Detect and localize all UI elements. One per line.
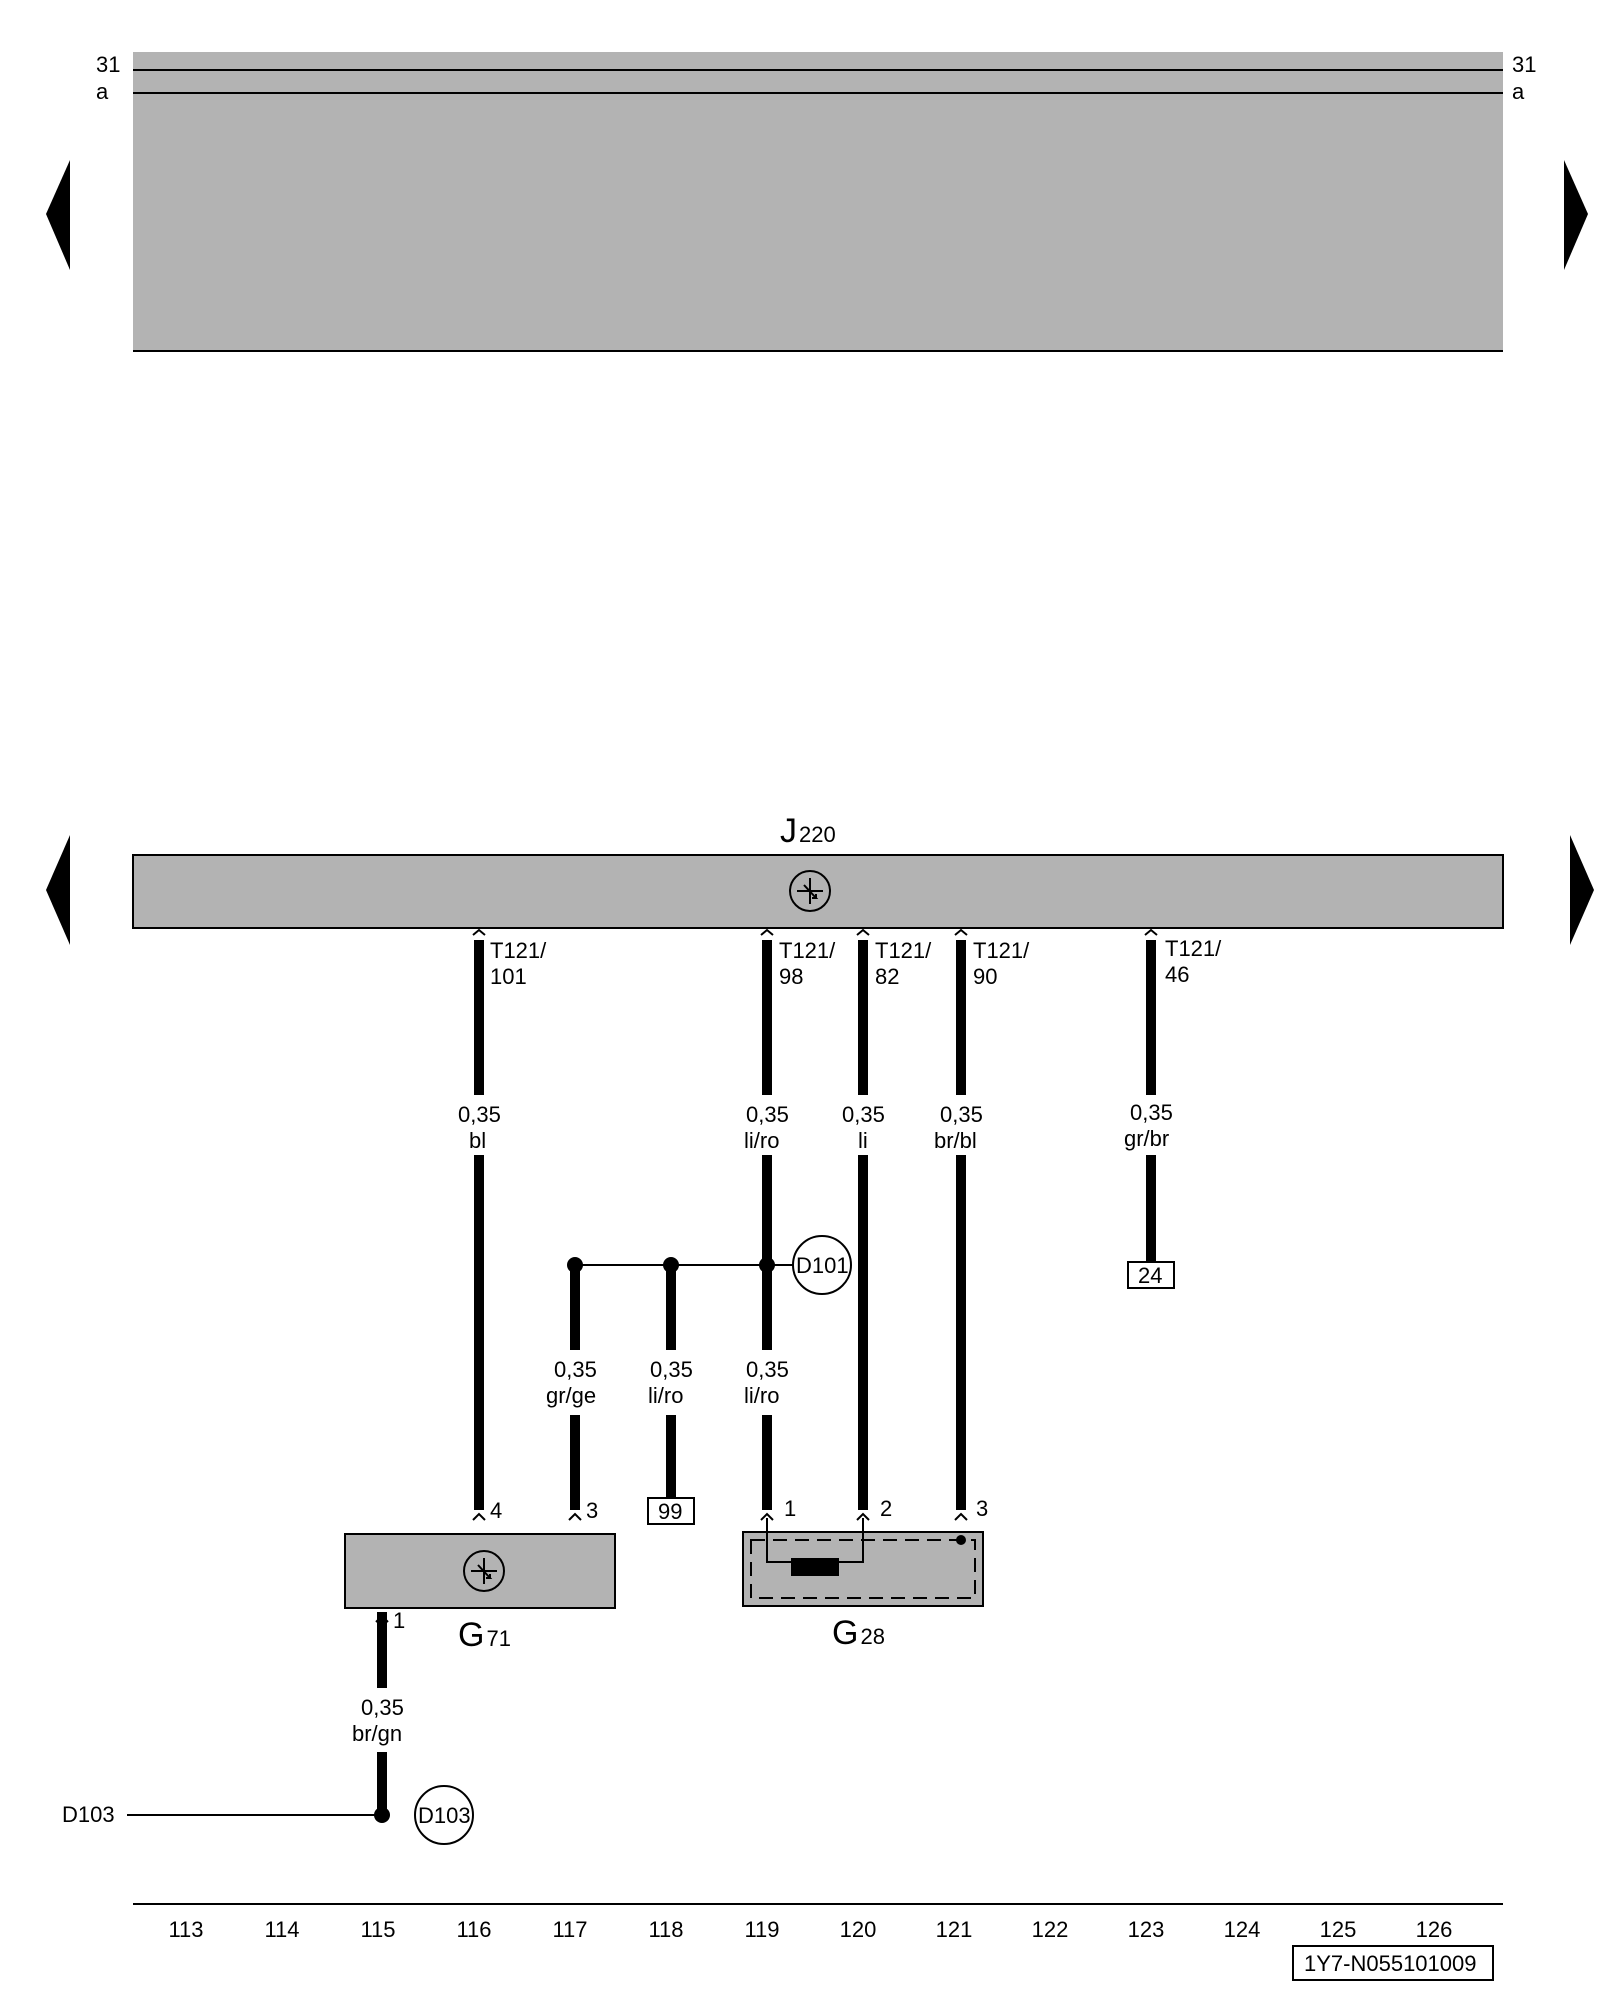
pin-t121-46-conn: T121/: [1165, 936, 1222, 961]
g71-electronic-symbol-icon: [463, 1550, 505, 1592]
junction-dots: [374, 1257, 775, 1823]
component-g28: G28 1 2 3: [742, 1496, 988, 1652]
bus-label-31-left: 31: [96, 52, 120, 77]
ruler-column-121: 121: [936, 1917, 973, 1942]
ruler-column-114: 114: [264, 1917, 299, 1942]
wire-liro-color: li/ro: [744, 1128, 779, 1153]
wire-labels: 0,35 bl 0,35 li/ro 0,35 li 0,35 br/bl 0,…: [352, 1100, 1173, 1746]
g71-label: G71: [458, 1616, 511, 1654]
wire-li-size: 0,35: [842, 1102, 885, 1127]
pin-t121-98-num: 98: [779, 964, 803, 989]
bus-label-31-right: 31: [1512, 52, 1536, 77]
pin-t121-101-num: 101: [490, 964, 527, 989]
page-prev-arrow-icon[interactable]: [46, 160, 70, 270]
ref-box-99[interactable]: [647, 1497, 695, 1525]
wire-brgn-color: br/gn: [352, 1721, 402, 1746]
document-code: 1Y7-N055101009: [1292, 1945, 1494, 1981]
bus-label-a-right: a: [1512, 79, 1525, 104]
ruler-column-119: 119: [744, 1917, 779, 1942]
ruler-column-125: 125: [1320, 1917, 1357, 1942]
ruler-column-118: 118: [648, 1917, 683, 1942]
ruler-column-113: 113: [168, 1917, 203, 1942]
wire-li-color: li: [858, 1128, 868, 1153]
section-next-arrow-icon[interactable]: [1570, 835, 1594, 945]
component-g71: G71 4 3 1: [344, 1498, 616, 1654]
wire-bl-color: bl: [469, 1128, 486, 1153]
d103-label: D103: [418, 1803, 471, 1828]
ruler-labels: 113 114 115 116 117 118 119 120 121 122 123 124 125 1…: [168, 1917, 1452, 1942]
pin-t121-90-conn: T121/: [973, 938, 1030, 963]
pin-t121-90-num: 90: [973, 964, 997, 989]
wire-liro-3-size: 0,35: [746, 1357, 789, 1382]
ref-box-24[interactable]: [1127, 1261, 1175, 1289]
top-bus-panel: 31 a 31 a: [96, 52, 1536, 352]
j220-pin-labels: T121/ 101 T121/ 98 T121/ 82 T121/ 90 T12…: [490, 936, 1222, 989]
g71-transistor-icon: [471, 1558, 497, 1584]
d103-left-label: D103: [62, 1802, 115, 1827]
bus-label-a-left: a: [96, 79, 109, 104]
transistor-symbol-icon: [797, 878, 823, 904]
g28-sensor-element: [791, 1558, 839, 1576]
reference-boxes: 24 99: [647, 1261, 1175, 1525]
page-next-arrow-icon[interactable]: [1564, 160, 1588, 270]
electronic-symbol-icon: [789, 870, 831, 912]
wire-brgn-size: 0,35: [361, 1695, 404, 1720]
ruler-column-126: 126: [1416, 1917, 1453, 1942]
ref-24-label: 24: [1138, 1263, 1162, 1288]
connector-d103: D103: [414, 1785, 474, 1845]
wires: [377, 940, 1156, 1815]
ref-99-label: 99: [658, 1499, 682, 1524]
section-prev-arrow-icon[interactable]: [46, 835, 70, 945]
g71-pin-1: 1: [393, 1608, 405, 1633]
wire-liro-2-color: li/ro: [648, 1383, 683, 1408]
ruler-column-116: 116: [456, 1917, 491, 1942]
g28-label: G28: [832, 1614, 885, 1652]
d101-label: D101: [796, 1253, 849, 1278]
splice-lines: [127, 1264, 795, 1816]
g71-pin-3: 3: [586, 1498, 598, 1523]
wire-grbr-size: 0,35: [1130, 1100, 1173, 1125]
g28-pin-1: 1: [784, 1496, 796, 1521]
pin-t121-101-conn: T121/: [490, 938, 547, 963]
ruler-column-115: 115: [360, 1917, 395, 1942]
wire-grge-size: 0,35: [554, 1357, 597, 1382]
ruler-column-124: 124: [1224, 1917, 1261, 1942]
g71-pin-4: 4: [490, 1498, 502, 1523]
connector-d101: D101: [792, 1235, 852, 1295]
j220-label: J220: [780, 812, 836, 850]
ruler-column-117: 117: [552, 1917, 587, 1942]
control-unit-j220: J220: [132, 812, 1504, 929]
wire-bl-size: 0,35: [458, 1102, 501, 1127]
wire-brbl-color: br/bl: [934, 1128, 977, 1153]
g28-pin-3: 3: [976, 1496, 988, 1521]
ruler-column-123: 123: [1128, 1917, 1165, 1942]
wire-brbl-size: 0,35: [940, 1102, 983, 1127]
ruler-column-122: 122: [1032, 1917, 1069, 1942]
wire-liro-2-size: 0,35: [650, 1357, 693, 1382]
g28-pin-2: 2: [880, 1496, 892, 1521]
j220-pin-markers: [472, 928, 1158, 936]
wire-liro-3-color: li/ro: [744, 1383, 779, 1408]
pin-t121-82-conn: T121/: [875, 938, 932, 963]
pin-t121-98-conn: T121/: [779, 938, 836, 963]
wire-grge-color: gr/ge: [546, 1383, 596, 1408]
ruler-column-120: 120: [840, 1917, 877, 1942]
pin-t121-82-num: 82: [875, 964, 899, 989]
wire-liro-size: 0,35: [746, 1102, 789, 1127]
pin-t121-46-num: 46: [1165, 962, 1189, 987]
doc-code-label: 1Y7-N055101009: [1304, 1951, 1476, 1976]
wire-grbr-color: gr/br: [1124, 1126, 1169, 1151]
